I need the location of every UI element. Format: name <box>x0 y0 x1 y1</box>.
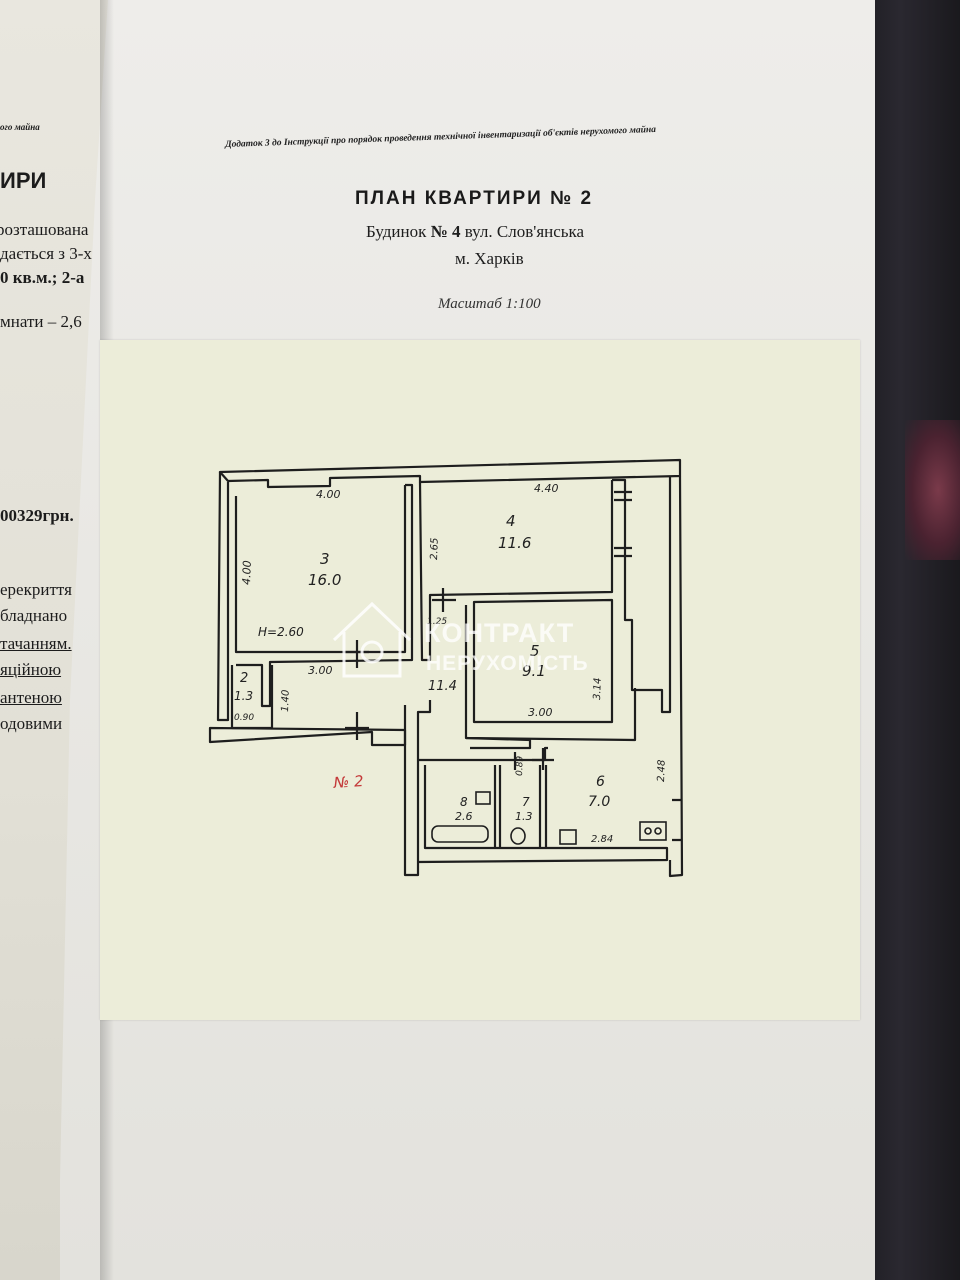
street-name: вул. Слов'янська <box>464 222 585 241</box>
stove-icon <box>559 829 577 845</box>
left-wall <box>216 471 230 722</box>
left-page-line: бладнано <box>0 606 68 625</box>
apartment-mark: № 2 <box>332 772 364 792</box>
dim-hall-depth: 1.40 <box>280 689 292 712</box>
plan-walls <box>208 458 684 878</box>
watermark-line1: КОНТРАКТ <box>424 618 574 648</box>
left-page-line: одовими <box>0 714 63 733</box>
fabric-background <box>860 0 960 1280</box>
fabric-red-patch <box>905 420 960 560</box>
house-logo-icon <box>332 601 412 678</box>
document-title: ПЛАН КВАРТИРИ № 2 <box>355 188 594 209</box>
room6-area: 7.0 <box>588 794 610 810</box>
room7-number: 7 <box>522 795 530 809</box>
watermark-line2: НЕРУХОМІСТЬ <box>426 652 589 675</box>
room8-number: 8 <box>460 795 468 809</box>
room4-outline <box>418 480 614 662</box>
plan-labels: 4.00 4.00 3 16.0 H=2.60 4.40 2.65 4 11.6… <box>234 482 668 845</box>
dim-room3-width: 4.00 <box>316 488 341 501</box>
kitchen-sink-icon <box>639 821 667 841</box>
bath-partition <box>493 765 502 848</box>
left-page-line: антеною <box>0 688 62 707</box>
room5-outline <box>472 598 614 724</box>
house-address: Будинок № 4 вул. Слов'янська <box>366 222 584 242</box>
plan-scale: Масштаб 1:100 <box>438 296 541 312</box>
dim-corridor-width: 3.00 <box>308 664 333 677</box>
ceiling-height: H=2.60 <box>258 625 304 639</box>
room8-area: 2.6 <box>455 810 473 823</box>
toilet-icon <box>510 827 526 845</box>
left-page-line: ого майна <box>0 122 40 132</box>
house-number: № 4 <box>430 222 461 241</box>
sink-icon <box>475 791 491 805</box>
left-page-line: ИРИ <box>0 168 47 193</box>
left-page-line: мнати – 2,6 <box>0 312 82 331</box>
dim-kitchen-width: 2.84 <box>591 834 613 845</box>
room2-area: 1.3 <box>234 689 253 703</box>
room6-number: 6 <box>596 774 605 790</box>
city-name: м. Харків <box>455 249 524 268</box>
room3-outline <box>234 485 407 654</box>
dim-room4-depth: 2.65 <box>429 537 441 560</box>
dim-room3-depth: 4.00 <box>240 560 254 585</box>
bathtub-icon <box>431 825 489 843</box>
dim-room5-width: 3.00 <box>528 706 553 719</box>
dim-corridor-small: 1.25 <box>427 617 447 627</box>
room5-number: 5 <box>530 642 540 660</box>
dim-passage: 0.89 <box>515 755 526 776</box>
bottom-left-wall <box>208 726 407 747</box>
bath-top <box>418 746 548 762</box>
bottom-wall <box>417 765 669 864</box>
left-page-line: дається з 3-х <box>0 244 92 263</box>
dim-room5-depth: 3.14 <box>592 677 604 700</box>
fixtures <box>431 791 667 845</box>
left-page-line: яційною <box>0 660 62 679</box>
room7-area: 1.3 <box>515 810 533 823</box>
dim-room4-width: 4.40 <box>534 482 559 495</box>
dim-kitchen-depth: 2.48 <box>656 759 668 782</box>
dim-closet-width: 0.90 <box>234 713 254 723</box>
watermark: КОНТРАКТ НЕРУХОМІСТЬ <box>332 601 589 678</box>
window-marks <box>614 490 632 558</box>
left-page-line: тачанням. <box>0 634 72 653</box>
room3-area: 16.0 <box>308 571 341 589</box>
left-page-line: 00329грн. <box>0 506 74 525</box>
room5-area: 9.1 <box>522 662 546 680</box>
door-mark <box>345 640 369 668</box>
left-page-line: розташована <box>0 220 89 239</box>
room4-area: 11.6 <box>498 534 531 552</box>
room3-number: 3 <box>320 550 330 568</box>
right-wall <box>612 476 672 714</box>
corridor-area: 11.4 <box>428 679 457 694</box>
address-prefix: Будинок <box>366 222 427 241</box>
room2-number: 2 <box>240 671 248 686</box>
plan-sheet <box>100 340 860 1020</box>
left-page-line: ерекриття <box>0 580 72 599</box>
top-wall <box>218 458 682 489</box>
room4-number: 4 <box>506 512 516 530</box>
left-page-line: 0 кв.м.; 2-а <box>0 268 85 287</box>
